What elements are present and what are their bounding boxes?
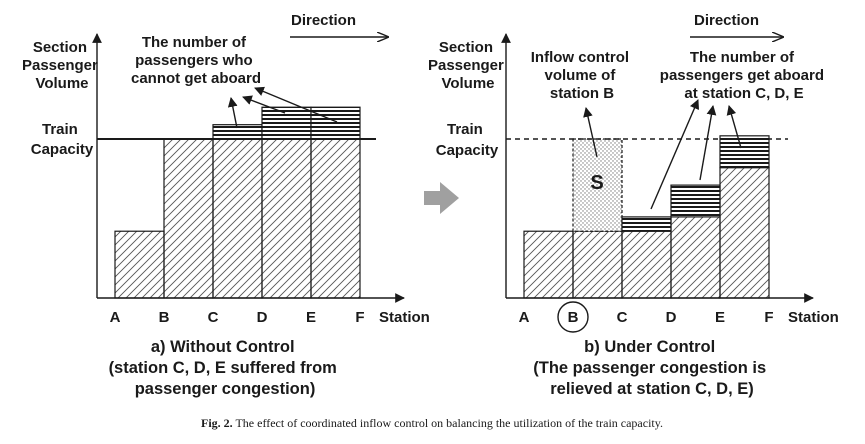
right-inflow-control-b: [572, 138, 623, 232]
right-boarded-c: [621, 216, 672, 232]
circled-station-b: [557, 301, 589, 333]
right-tick-c: C: [617, 309, 628, 326]
right-boarded-e: [719, 135, 770, 169]
left-tick-d: D: [257, 309, 268, 326]
left-overflow-e: [310, 106, 361, 140]
figure-caption-text: The effect of coordinated inflow control…: [233, 416, 663, 430]
left-arrows: [227, 86, 338, 129]
left-tick-b: B: [159, 309, 170, 326]
right-tick-b: B: [568, 309, 579, 326]
left-tick-a: A: [110, 309, 121, 326]
left-panel: Section Passenger Volume Train Capacity …: [22, 12, 430, 398]
right-tick-e: E: [715, 309, 725, 326]
left-bar-e: [310, 138, 361, 299]
right-boarding-annotation: The number of passengers get aboard at s…: [660, 49, 828, 102]
left-annotation: The number of passengers who cannot get …: [131, 34, 261, 87]
left-overflow-d: [261, 106, 312, 140]
left-caption: a) Without Control (station C, D, E suff…: [109, 338, 342, 398]
right-caption: b) Under Control (The passenger congesti…: [533, 338, 770, 398]
right-bar-c: [621, 230, 672, 299]
left-direction-label: Direction: [291, 12, 356, 29]
figure-caption-prefix: Fig. 2.: [201, 416, 233, 430]
right-arrows: [583, 99, 742, 210]
right-direction-label: Direction: [694, 12, 759, 29]
left-tick-c: C: [208, 309, 219, 326]
right-inflow-annotation: Inflow control volume of station B: [531, 49, 634, 102]
left-x-ticks: A B C D E F: [110, 309, 365, 326]
right-bar-e: [719, 167, 770, 299]
left-bars: [114, 106, 361, 299]
right-x-ticks: A B C D E F: [519, 309, 774, 326]
right-bar-d: [670, 216, 721, 299]
right-boarded-d: [670, 184, 721, 218]
left-bar-a: [114, 230, 165, 299]
left-tick-f: F: [355, 309, 364, 326]
right-tick-a: A: [519, 309, 530, 326]
right-bars: [523, 135, 770, 299]
right-y-axis-label: Section Passenger Volume: [428, 39, 508, 92]
left-bar-d: [261, 138, 312, 299]
left-y-axis-label: Section Passenger Volume: [22, 39, 102, 92]
left-bar-c: [212, 138, 263, 299]
right-s-label: S: [590, 172, 603, 194]
figure-caption: Fig. 2. The effect of coordinated inflow…: [201, 416, 663, 430]
left-tick-e: E: [306, 309, 316, 326]
right-bar-b: [572, 230, 623, 299]
left-bar-b: [163, 138, 214, 299]
transition-arrow-icon: [424, 182, 459, 214]
right-capacity-label: Train Capacity: [436, 121, 499, 159]
right-x-axis-label: Station: [788, 309, 839, 326]
right-tick-d: D: [666, 309, 677, 326]
left-capacity-label: Train Capacity: [31, 121, 94, 158]
right-bar-a: [523, 230, 574, 299]
left-x-axis-label: Station: [379, 309, 430, 326]
left-overflow-c: [212, 124, 263, 140]
right-panel: Section Passenger Volume Train Capacity …: [428, 12, 839, 398]
right-tick-f: F: [764, 309, 773, 326]
